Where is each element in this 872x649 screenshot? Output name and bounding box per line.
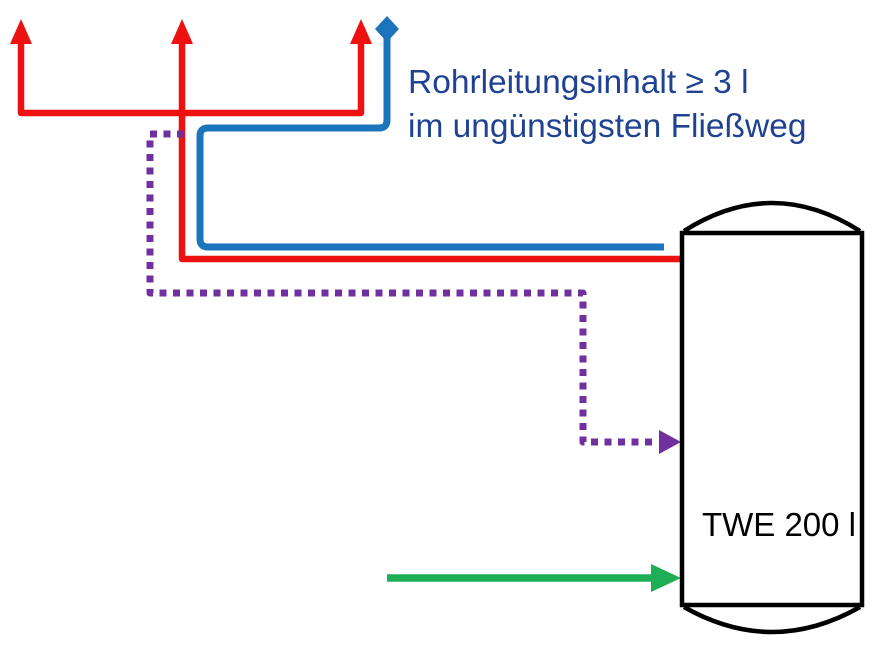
red-up-arrowhead-right-icon <box>350 19 372 44</box>
annotation-line2: im ungünstigsten Fließweg <box>408 108 806 145</box>
tank-bottom-dome <box>682 605 862 635</box>
annotation-line1: Rohrleitungsinhalt ≥ 3 l <box>408 64 749 101</box>
annotation: Rohrleitungsinhalt ≥ 3 l im ungünstigste… <box>408 64 806 145</box>
red-hot-water-pipes <box>10 19 681 263</box>
red-up-arrowhead-middle-icon <box>171 19 193 44</box>
purple-dashed-run <box>146 130 656 446</box>
purple-dashed-circulation-pipe <box>146 130 681 454</box>
purple-right-arrowhead-icon <box>659 430 681 454</box>
green-inlet-arrow <box>387 564 681 592</box>
red-up-arrowhead-left-icon <box>10 19 32 44</box>
blue-pipe-run <box>196 38 664 251</box>
red-manifold-pipe <box>17 42 365 117</box>
red-riser-to-tank-pipe <box>178 42 681 263</box>
blue-pipe <box>196 16 664 251</box>
tank-body <box>679 230 865 608</box>
blue-diamond-arrowhead-icon <box>375 16 399 42</box>
green-right-arrowhead-icon <box>651 564 681 592</box>
tank-label: TWE 200 l <box>702 506 856 543</box>
tank-top-dome <box>682 200 862 233</box>
storage-tank: TWE 200 l <box>679 200 865 635</box>
